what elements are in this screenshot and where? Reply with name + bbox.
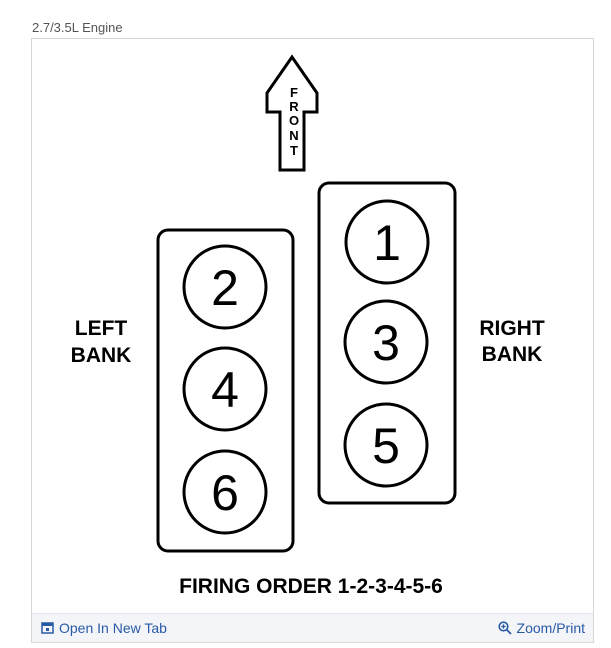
- cylinder-3-circle: [343, 299, 429, 385]
- cylinder-6-circle: [182, 449, 268, 535]
- cylinder-2-label: 2: [211, 260, 239, 316]
- cylinder-4-label: 4: [211, 362, 239, 418]
- cylinder-1-label: 1: [373, 215, 401, 271]
- cylinder-5-label: 5: [372, 418, 400, 474]
- open-new-tab-icon: [41, 622, 54, 634]
- front-arrow: [265, 54, 319, 172]
- image-footer: Open In New Tab Zoom/Print: [32, 613, 593, 642]
- front-letter: O: [289, 113, 299, 128]
- open-new-tab-label: Open In New Tab: [59, 620, 167, 636]
- front-letter: N: [289, 128, 298, 143]
- front-letter: R: [289, 99, 299, 114]
- right-bank-block: [317, 181, 457, 505]
- cylinder-1-circle: [344, 199, 430, 285]
- image-frame: F R O N T 1 3 5 2 4 6 LEFT: [31, 38, 594, 643]
- left-bank-label-line2: BANK: [71, 344, 132, 367]
- front-letter: F: [290, 85, 298, 100]
- firing-order-label: FIRING ORDER 1-2-3-4-5-6: [179, 575, 443, 598]
- cylinder-6-label: 6: [211, 465, 239, 521]
- cylinder-5-circle: [343, 402, 429, 488]
- engine-diagram: F R O N T 1 3 5 2 4 6 LEFT: [71, 54, 545, 598]
- left-bank-label-line1: LEFT: [75, 317, 128, 340]
- cylinder-4-circle: [182, 346, 268, 432]
- zoom-print-label: Zoom/Print: [516, 620, 585, 636]
- open-new-tab-link[interactable]: Open In New Tab: [41, 620, 167, 636]
- right-bank-label-line2: BANK: [482, 343, 543, 366]
- right-bank-label-line1: RIGHT: [479, 317, 545, 340]
- image-caption: 2.7/3.5L Engine: [32, 20, 123, 35]
- cylinder-3-label: 3: [372, 315, 400, 371]
- front-letter: T: [290, 143, 298, 158]
- zoom-print-link[interactable]: Zoom/Print: [497, 620, 585, 636]
- zoom-in-icon: [497, 621, 512, 635]
- left-bank-block: [156, 228, 295, 553]
- cylinder-2-circle: [182, 244, 268, 330]
